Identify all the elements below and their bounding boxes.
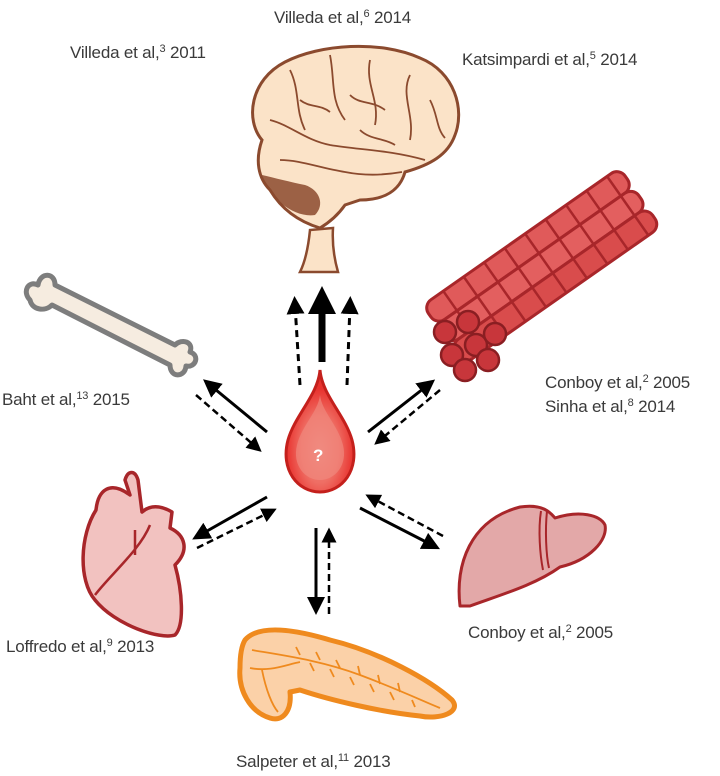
year: 2013 — [353, 752, 391, 771]
reference-number: 8 — [627, 397, 634, 409]
reference-number: 11 — [337, 752, 349, 764]
arrows-to-brain — [286, 286, 359, 386]
pancreas-icon — [237, 627, 457, 722]
label-brain-left: Villeda et al,3 2011 — [70, 43, 206, 63]
blood-drop-icon — [284, 369, 356, 494]
author: Villeda et al, — [70, 43, 160, 62]
muscle-icon — [425, 170, 659, 383]
label-muscle-2: Sinha et al,8 2014 — [545, 397, 675, 417]
reference-number: 2 — [565, 623, 572, 635]
author: Sinha et al, — [545, 397, 628, 416]
year: 2005 — [653, 373, 691, 392]
reference-number: 6 — [363, 8, 370, 20]
brain-icon — [251, 44, 461, 274]
label-pancreas: Salpeter et al,11 2013 — [236, 752, 391, 772]
reference-number: 9 — [106, 637, 113, 649]
label-bone: Baht et al,13 2015 — [2, 390, 130, 410]
heart-icon — [81, 470, 186, 638]
unknown-factor-symbol: ? — [313, 446, 324, 465]
year: 2014 — [638, 397, 676, 416]
liver-icon — [457, 504, 607, 608]
arrows-bone — [195, 379, 268, 452]
arrows-pancreas — [307, 527, 337, 615]
author: Loffredo et al, — [6, 637, 107, 656]
arrows-liver — [359, 494, 444, 550]
label-heart: Loffredo et al,9 2013 — [6, 637, 154, 657]
year: 2005 — [576, 623, 614, 642]
reference-number: 5 — [589, 50, 596, 62]
year: 2015 — [92, 390, 130, 409]
author: Conboy et al, — [468, 623, 566, 642]
year: 2013 — [117, 637, 155, 656]
year: 2011 — [169, 43, 206, 62]
author: Baht et al, — [2, 390, 77, 409]
author: Katsimpardi et al, — [462, 50, 590, 69]
label-muscle-1: Conboy et al,2 2005 — [545, 373, 690, 393]
author: Salpeter et al, — [236, 752, 338, 771]
reference-number: 13 — [76, 390, 89, 402]
bone-icon — [23, 272, 199, 378]
author: Conboy et al, — [545, 373, 643, 392]
reference-number: 2 — [642, 373, 649, 385]
year: 2014 — [373, 8, 411, 27]
author: Villeda et al, — [274, 8, 364, 27]
label-brain-right: Katsimpardi et al,5 2014 — [462, 50, 637, 70]
year: 2014 — [600, 50, 638, 69]
label-brain-top: Villeda et al,6 2014 — [274, 8, 411, 28]
arrows-muscle — [367, 379, 441, 445]
label-liver: Conboy et al,2 2005 — [468, 623, 613, 643]
reference-number: 3 — [159, 43, 166, 55]
arrows-heart — [192, 495, 277, 550]
